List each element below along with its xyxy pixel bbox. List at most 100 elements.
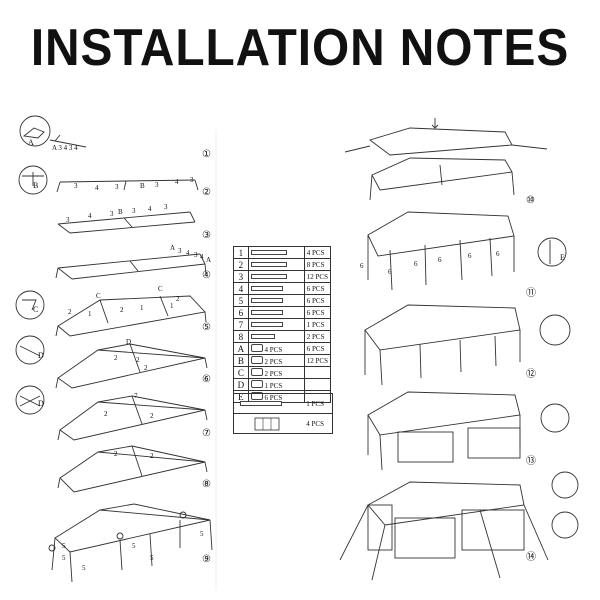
step-number-12: ⑫ <box>526 368 536 380</box>
fitting-row: B 2 PCS 12 PCS <box>233 354 332 367</box>
fitting-row: C 2 PCS <box>233 366 332 379</box>
fitting-extra-qty <box>303 378 332 391</box>
s8-part-label: 2 <box>114 450 118 458</box>
s9-part-label: 5 <box>62 542 66 550</box>
part-number: 2 <box>233 258 249 271</box>
parts-row: 3 12 PCS <box>233 270 332 283</box>
pole-icon <box>247 246 305 259</box>
parts-row: 1 4 PCS <box>233 246 332 259</box>
part-number: 1 <box>233 246 249 259</box>
step-5-illustration <box>15 290 207 337</box>
step-10-illustration <box>344 118 548 201</box>
fitting-icon: 1 PCS <box>247 378 305 391</box>
window-panel-icon <box>254 417 280 430</box>
step-2-illustration <box>18 165 199 195</box>
part-number: 3 <box>233 270 249 283</box>
step-number-3: ③ <box>202 230 211 241</box>
step-9-illustration <box>48 503 213 583</box>
step-4-illustration <box>55 253 207 280</box>
pole-icon <box>247 318 305 331</box>
s11-part-label: 6 <box>360 262 364 270</box>
s7-part-label: 7 <box>134 392 138 400</box>
letter-e-label: E <box>560 253 565 262</box>
s9-part-label: 5 <box>62 554 66 562</box>
part-qty: 2 PCS <box>303 330 332 343</box>
step-14-illustration <box>339 471 579 581</box>
s2-part-label: 4 <box>175 178 179 186</box>
s2-part-label: B <box>140 182 145 190</box>
part-qty: 1 PCS <box>303 318 332 331</box>
step-number-13: ⑬ <box>526 455 536 467</box>
s2-part-label: 3 <box>155 181 159 189</box>
s5-part-label: 1 <box>88 310 92 318</box>
s5-part-label: 2 <box>176 295 180 303</box>
step-number-1: ① <box>202 149 211 160</box>
part-number: 4 <box>233 282 249 295</box>
fitting-letter: B <box>233 354 249 367</box>
s11-part-label: 6 <box>468 252 472 260</box>
step-1-illustration <box>19 115 87 148</box>
step-3-illustration <box>57 211 196 234</box>
s4-part-label: 4 <box>186 249 190 257</box>
step-number-9: ⑨ <box>202 554 211 565</box>
extras-box: 1 PCS 4 PCS <box>233 393 333 434</box>
s4-part-label: A <box>170 244 175 252</box>
part-qty: 4 PCS <box>303 246 332 259</box>
fitting-icon: 2 PCS <box>247 366 305 379</box>
s2-part-label: 3 <box>74 182 78 190</box>
fitting-extra-qty: 12 PCS <box>303 354 332 367</box>
s6-part-label: D <box>126 338 131 346</box>
pole-icon <box>247 270 305 283</box>
s3-part-label: 3 <box>110 210 114 218</box>
s3-part-label: 3 <box>132 207 136 215</box>
pole-icon <box>247 306 305 319</box>
stake-icon <box>240 401 282 406</box>
letter-d-label-2: D <box>38 399 44 408</box>
s2-part-label: 3 <box>190 176 194 184</box>
fitting-qty: 2 PCS <box>264 369 283 378</box>
s8-part-label: 2 <box>150 452 154 460</box>
fitting-qty: 2 PCS <box>264 357 283 366</box>
step-1-part-labels: A 3 4 3 4 <box>52 144 78 152</box>
step-6-illustration <box>15 335 208 389</box>
letter-b-label: B <box>33 181 38 190</box>
s3-part-label: 4 <box>148 205 152 213</box>
step-13-illustration <box>367 391 570 471</box>
s2-part-label: 3 <box>115 183 119 191</box>
fitting-icon: 4 PCS <box>247 342 305 355</box>
s4-part-label: A <box>206 256 211 264</box>
s6-part-label: 2 <box>114 354 118 362</box>
pole-icon <box>247 330 305 343</box>
fitting-qty: 6 PCS <box>264 393 283 402</box>
step-11-illustration <box>367 211 567 291</box>
letter-a-label: A <box>28 138 34 147</box>
fitting-letter: A <box>233 342 249 355</box>
s6-part-label: 2 <box>136 356 140 364</box>
s3-part-label: B <box>118 208 123 216</box>
step-number-8: ⑧ <box>202 479 211 490</box>
s9-part-label: 5 <box>82 564 86 572</box>
letter-d-label: D <box>38 351 44 360</box>
step-8-illustration <box>57 445 208 493</box>
part-qty: 12 PCS <box>303 270 332 283</box>
s3-part-label: 4 <box>88 212 92 220</box>
s4-part-label: 3 <box>178 247 182 255</box>
s5-part-label: 1 <box>140 304 144 312</box>
part-qty: 6 PCS <box>303 306 332 319</box>
step-number-11: ⑪ <box>526 287 536 299</box>
parts-row: 6 6 PCS <box>233 306 332 319</box>
fitting-letter: C <box>233 366 249 379</box>
part-number: 5 <box>233 294 249 307</box>
part-number: 8 <box>233 330 249 343</box>
fitting-extra-qty: 6 PCS <box>303 342 332 355</box>
step-number-5: ⑤ <box>202 322 211 333</box>
s9-part-label: 5 <box>150 554 154 562</box>
extras-row-2: 4 PCS <box>234 414 332 433</box>
part-number: 6 <box>233 306 249 319</box>
step-number-7: ⑦ <box>202 428 211 439</box>
